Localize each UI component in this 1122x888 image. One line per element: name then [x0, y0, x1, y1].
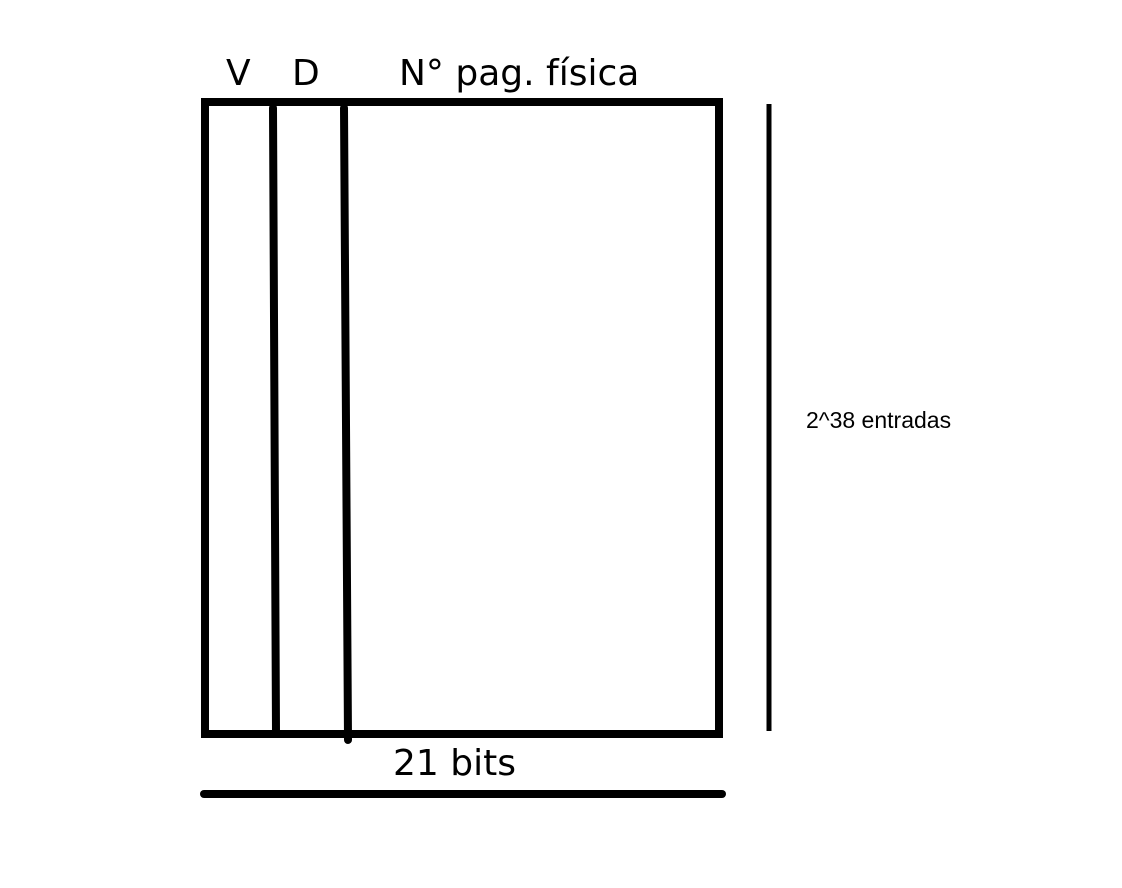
column-label-valid: V [226, 53, 251, 94]
divider-d-frame [340, 104, 352, 744]
column-label-dirty: D [292, 53, 320, 94]
entry-count-label: 2^38 entradas [806, 407, 952, 433]
page-table-outline [201, 98, 723, 738]
divider-v-d [269, 104, 280, 737]
entry-width-label: 21 bits [393, 743, 516, 784]
column-label-frame-number: N° pag. física [399, 53, 640, 94]
